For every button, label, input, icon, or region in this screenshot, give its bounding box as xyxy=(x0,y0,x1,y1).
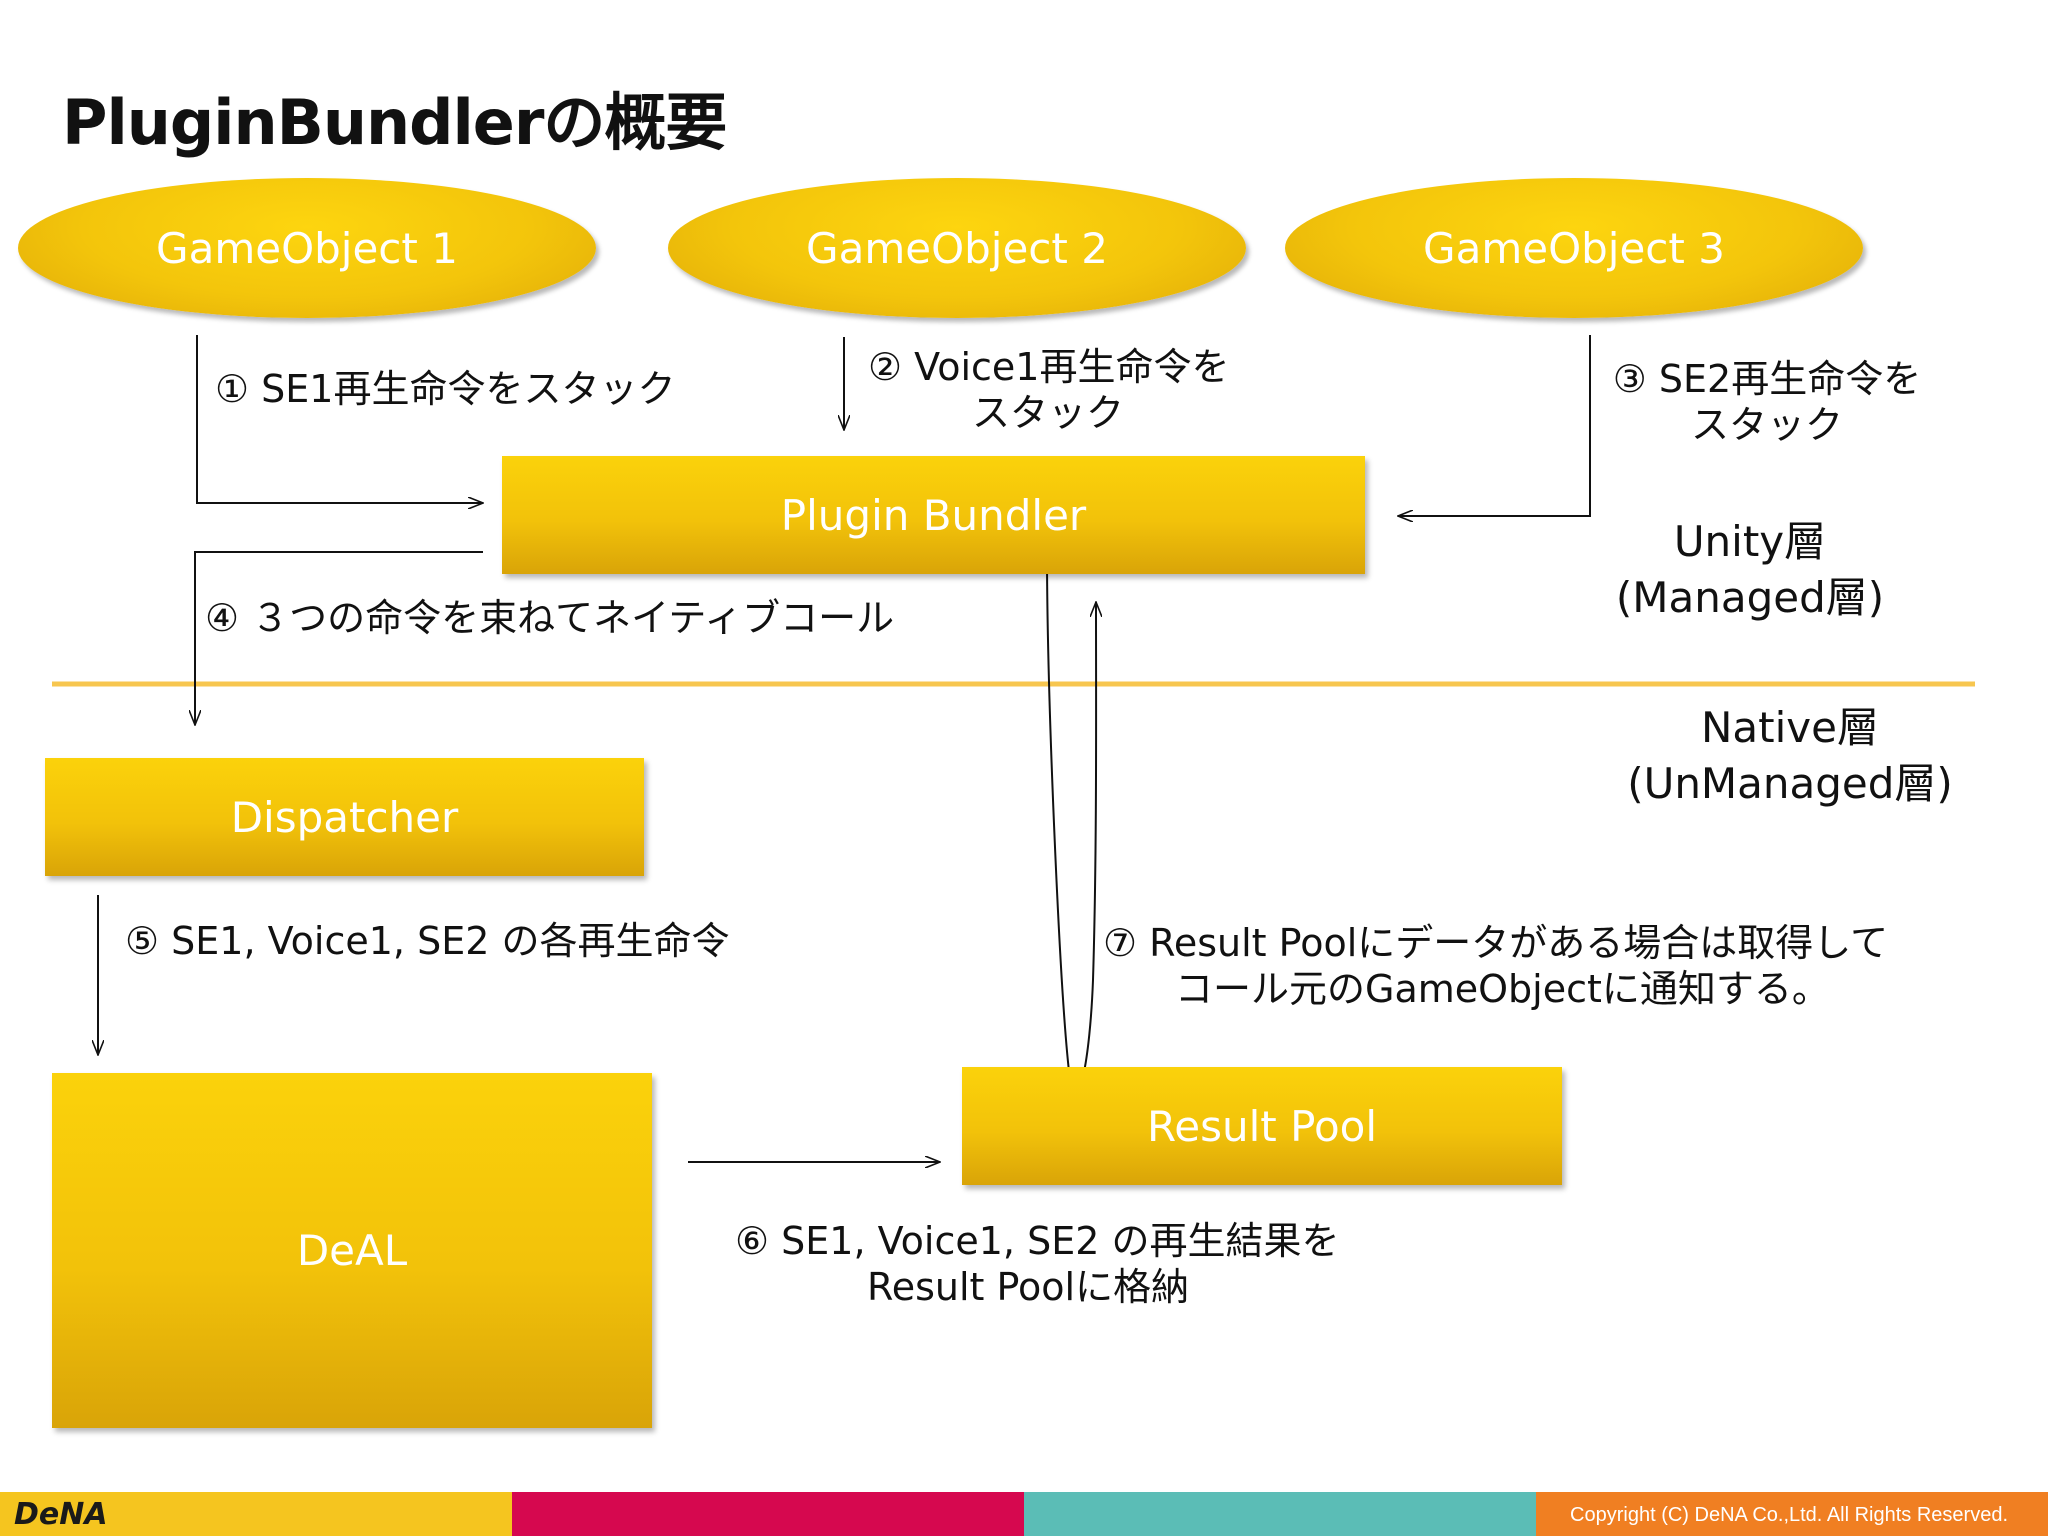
page-title: PluginBundlerの概要 xyxy=(62,86,727,159)
native-layer-label: Native層 (UnManaged層) xyxy=(1620,700,1960,812)
unity-layer-label: Unity層 (Managed層) xyxy=(1600,514,1900,626)
step7-label: ⑦ Result Poolにデータがある場合は取得して コール元のGameObj… xyxy=(1103,920,1888,1012)
arrow-step3 xyxy=(1398,335,1591,516)
step6-label: ⑥ SE1, Voice1, SE2 の再生結果を Result Poolに格納 xyxy=(735,1218,1339,1310)
step3-line2: スタック xyxy=(1690,403,1843,447)
step6-line2: Result Poolに格納 xyxy=(867,1265,1190,1309)
footer-segment-yellow xyxy=(0,1492,512,1536)
gameobject-2-node: GameObject 2 xyxy=(668,178,1246,318)
step3-label: ③ SE2再生命令を スタック xyxy=(1612,356,1922,448)
gameobject-1-label: GameObject 1 xyxy=(156,223,458,273)
gameobject-1-node: GameObject 1 xyxy=(18,178,596,318)
gameobject-3-label: GameObject 3 xyxy=(1423,223,1725,273)
step7-line2: コール元のGameObjectに通知する。 xyxy=(1175,967,1830,1011)
result-pool-label: Result Pool xyxy=(1146,1101,1377,1151)
step3-line1: ③ SE2再生命令を xyxy=(1612,357,1922,401)
arrow-step1 xyxy=(196,335,483,503)
dispatcher-label: Dispatcher xyxy=(230,792,459,842)
plugin-bundler-box: Plugin Bundler xyxy=(502,456,1365,574)
dispatcher-box: Dispatcher xyxy=(45,758,644,876)
native-layer-line2: (UnManaged層) xyxy=(1627,759,1953,808)
arrow-step7 xyxy=(1046,551,1096,1094)
step2-line1: ② Voice1再生命令を xyxy=(868,345,1230,389)
deal-label: DeAL xyxy=(296,1226,408,1275)
unity-layer-line1: Unity層 xyxy=(1673,517,1827,566)
footer-segment-teal xyxy=(1024,1492,1536,1536)
copyright-text: Copyright (C) DeNA Co.,Ltd. All Rights R… xyxy=(1570,1504,2008,1526)
native-layer-line1: Native層 xyxy=(1701,703,1879,752)
arrow-step4 xyxy=(195,551,483,725)
footer-segment-magenta xyxy=(512,1492,1024,1536)
deal-box: DeAL xyxy=(52,1073,652,1428)
step7-line1: ⑦ Result Poolにデータがある場合は取得して xyxy=(1103,921,1889,965)
unity-layer-line2: (Managed層) xyxy=(1615,573,1885,622)
plugin-bundler-label: Plugin Bundler xyxy=(780,490,1087,540)
step5-label: ⑤ SE1, Voice1, SE2 の各再生命令 xyxy=(125,919,730,963)
step2-line2: スタック xyxy=(971,391,1124,435)
gameobject-3-node: GameObject 3 xyxy=(1285,178,1863,318)
footer-segment-orange xyxy=(1536,1492,2048,1536)
step2-label: ② Voice1再生命令を スタック xyxy=(868,344,1230,436)
step4-label: ④ ３つの命令を束ねてネイティブコール xyxy=(205,596,895,640)
result-pool-box: Result Pool xyxy=(962,1067,1562,1185)
dena-logo: DeNA xyxy=(14,1497,108,1532)
step6-line1: ⑥ SE1, Voice1, SE2 の再生結果を xyxy=(735,1219,1340,1263)
gameobject-2-label: GameObject 2 xyxy=(806,223,1108,273)
step1-label: ① SE1再生命令をスタック xyxy=(215,367,676,411)
footer-bar xyxy=(0,1492,2048,1536)
